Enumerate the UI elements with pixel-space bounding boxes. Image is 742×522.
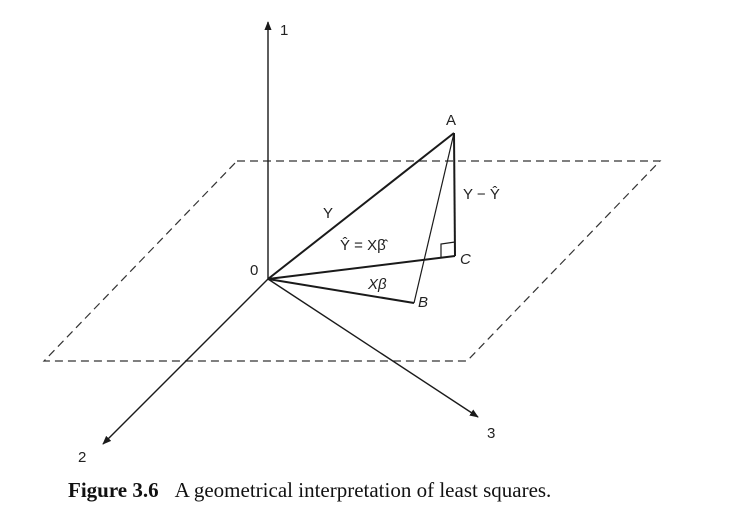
figure-caption: Figure 3.6 A geometrical interpretation o… <box>68 478 728 503</box>
figure-number: Figure 3.6 <box>68 478 159 502</box>
residual-label: Y − Ŷ <box>463 186 500 203</box>
vector-y-hat-label: Ŷ = Xβ̂ <box>340 237 389 254</box>
vector-x-beta-label: Xβ <box>367 276 387 293</box>
dashed-plane <box>42 160 662 362</box>
vector-y <box>267 132 455 280</box>
right-angle-marker <box>440 241 456 258</box>
axis-2-line <box>102 278 269 445</box>
vector-y-hat <box>267 255 456 280</box>
residual-line-a-c <box>453 132 456 257</box>
axis-3-label: 3 <box>487 425 495 442</box>
point-a-label: A <box>446 112 456 129</box>
line-a-b <box>413 132 455 304</box>
axis-1-label: 1 <box>280 22 288 39</box>
axis-2-label: 2 <box>78 449 86 466</box>
axis-3-line <box>267 278 479 418</box>
point-b-label: B <box>418 294 428 311</box>
vector-x-beta <box>267 278 415 304</box>
point-c-label: C <box>460 251 471 268</box>
vector-y-label: Y <box>323 205 333 222</box>
figure-caption-text: A geometrical interpretation of least sq… <box>174 478 552 502</box>
origin-label: 0 <box>250 262 258 279</box>
